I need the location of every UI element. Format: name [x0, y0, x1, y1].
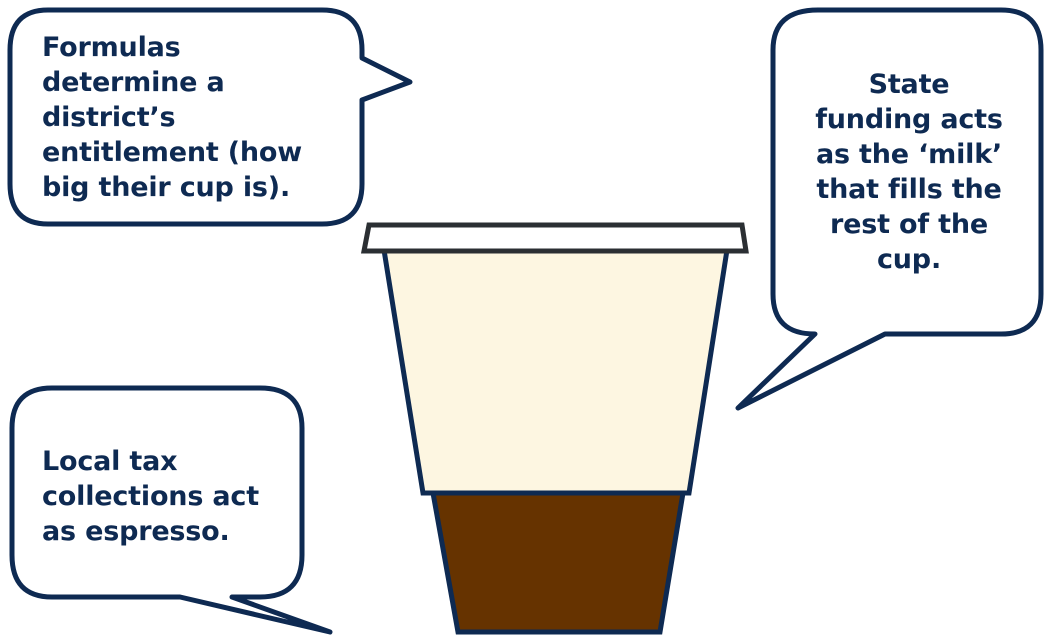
formulas-bubble-text: Formulas determine a district’s entitlem… [42, 30, 352, 205]
local-tax-bubble-text: Local tax collections act as espresso. [42, 444, 292, 549]
cup-milk-layer [384, 250, 727, 493]
cup-lid [364, 225, 746, 251]
state-funding-bubble-text: State funding acts as the ‘milk’ that fi… [792, 67, 1026, 277]
cup-espresso-layer [433, 493, 683, 632]
